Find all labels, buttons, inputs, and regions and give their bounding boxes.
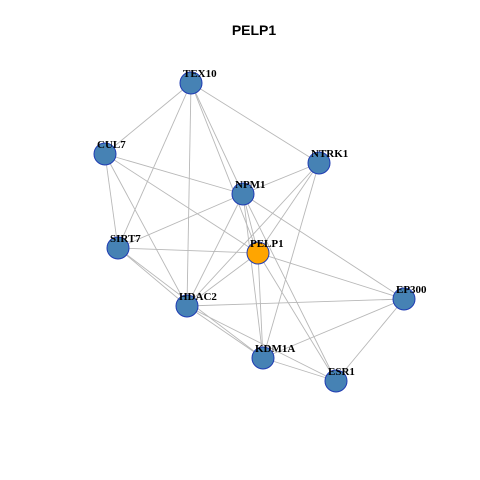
edge-tex10-sirt7 <box>117 82 192 249</box>
node-label-ep300: EP300 <box>396 284 427 296</box>
edges-layer <box>104 82 405 382</box>
edge-tex10-cul7 <box>104 82 192 155</box>
edge-cul7-pelp1 <box>104 153 259 254</box>
node-esr1 <box>324 369 348 393</box>
edge-ntrk1-kdm1a <box>262 162 320 359</box>
edge-kdm1a-esr1 <box>262 357 337 382</box>
edge-cul7-hdac2 <box>104 153 188 307</box>
edge-npm1-sirt7 <box>117 193 244 249</box>
edge-pelp1-hdac2 <box>186 252 259 307</box>
edge-sirt7-hdac2 <box>117 247 188 307</box>
edge-pelp1-esr1 <box>257 252 337 382</box>
node-label-npm1: NPM1 <box>235 179 266 191</box>
node-tex10 <box>179 71 203 95</box>
edge-cul7-npm1 <box>104 153 244 195</box>
edge-kdm1a-ep300 <box>262 298 405 359</box>
edge-tex10-pelp1 <box>190 82 259 254</box>
node-ntrk1 <box>307 151 331 175</box>
edge-ntrk1-npm1 <box>242 162 320 195</box>
node-label-pelp1: PELP1 <box>250 238 284 250</box>
edge-hdac2-kdm1a <box>186 305 264 359</box>
edge-npm1-esr1 <box>242 193 337 382</box>
edge-hdac2-esr1 <box>186 305 337 382</box>
node-label-hdac2: HDAC2 <box>179 291 217 303</box>
node-cul7 <box>93 142 117 166</box>
node-pelp1 <box>246 241 270 265</box>
node-label-esr1: ESR1 <box>328 366 355 378</box>
edge-cul7-sirt7 <box>104 153 119 249</box>
edge-tex10-hdac2 <box>186 82 192 307</box>
edge-ntrk1-pelp1 <box>257 162 320 254</box>
graph-title: PELP1 <box>232 22 277 38</box>
node-npm1 <box>231 182 255 206</box>
node-kdm1a <box>251 346 275 370</box>
edge-pelp1-kdm1a <box>257 252 264 359</box>
edge-npm1-hdac2 <box>186 193 244 307</box>
node-ep300 <box>392 287 416 311</box>
edge-tex10-ntrk1 <box>190 82 320 164</box>
nodes-layer <box>93 71 416 393</box>
node-label-tex10: TEX10 <box>183 68 217 80</box>
edge-sirt7-pelp1 <box>117 247 259 254</box>
edge-npm1-ep300 <box>242 193 405 300</box>
node-label-cul7: CUL7 <box>97 139 126 151</box>
edge-npm1-kdm1a <box>242 193 264 359</box>
edge-hdac2-ep300 <box>186 298 405 307</box>
node-hdac2 <box>175 294 199 318</box>
node-label-kdm1a: KDM1A <box>255 343 295 355</box>
edge-ep300-esr1 <box>335 298 405 382</box>
node-label-sirt7: SIRT7 <box>110 233 141 245</box>
edge-pelp1-ep300 <box>257 252 405 300</box>
node-label-ntrk1: NTRK1 <box>311 148 348 160</box>
edge-tex10-npm1 <box>190 82 244 195</box>
node-sirt7 <box>106 236 130 260</box>
